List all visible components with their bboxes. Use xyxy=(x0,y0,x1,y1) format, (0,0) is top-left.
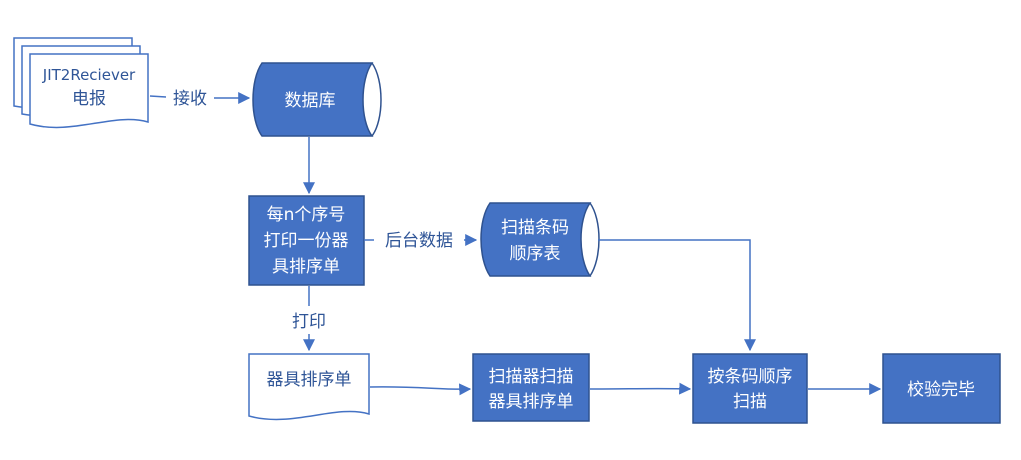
print-process-line2: 打印一份器 xyxy=(264,231,349,251)
sort-sheet-document[interactable]: 器具排序单 xyxy=(248,353,370,421)
scan-by-order-box xyxy=(692,353,808,424)
sort-sheet-shape xyxy=(248,353,370,421)
telegram-doc-front xyxy=(29,53,149,129)
scanner-scan-node[interactable]: 扫描器扫描 器具排序单 xyxy=(472,353,590,422)
verify-done-node[interactable]: 校验完毕 xyxy=(882,353,1001,424)
edge-receive: 接收 xyxy=(149,89,251,109)
edge-scan-table-to-scan-order xyxy=(598,239,756,352)
scan-by-order-line2: 扫描 xyxy=(733,392,767,412)
scan-by-order-line1: 按条码顺序 xyxy=(708,367,793,387)
print-process-node[interactable]: 每n个序号 打印一份器 具排序单 xyxy=(248,195,365,286)
scan-table-shape-edge xyxy=(589,202,600,277)
telegram-multidocument[interactable]: JIT2Reciever 电报 xyxy=(13,37,149,129)
edge-print-label: 打印 xyxy=(292,312,326,332)
sort-sheet-label: 器具排序单 xyxy=(267,370,352,390)
verify-done-label: 校验完毕 xyxy=(907,380,975,400)
scan-table-node[interactable]: 扫描条码 顺序表 xyxy=(480,202,600,277)
scanner-scan-box xyxy=(472,353,590,422)
print-process-line1: 每n个序号 xyxy=(267,205,346,225)
scan-table-line1: 扫描条码 xyxy=(501,218,569,238)
database-label: 数据库 xyxy=(285,91,336,111)
scan-table-line2: 顺序表 xyxy=(510,244,561,264)
edge-backend-data-label: 后台数据 xyxy=(385,231,453,251)
database-shape-edge xyxy=(371,62,382,137)
edge-receive-label: 接收 xyxy=(173,89,207,109)
print-process-line3: 具排序单 xyxy=(272,257,340,277)
database-node[interactable]: 数据库 xyxy=(252,62,382,137)
edge-print: 打印 xyxy=(292,286,326,352)
edge-backend-data: 后台数据 xyxy=(364,231,478,251)
scan-table-shape xyxy=(480,202,592,277)
print-process-box xyxy=(248,195,365,286)
telegram-line1: JIT2Reciever xyxy=(42,66,136,84)
scan-by-order-node[interactable]: 按条码顺序 扫描 xyxy=(692,353,808,424)
verify-done-box xyxy=(882,353,1001,424)
scanner-scan-line1: 扫描器扫描 xyxy=(489,367,574,387)
edge-sheet-to-scanner xyxy=(369,383,472,396)
scanner-scan-line2: 器具排序单 xyxy=(489,392,574,412)
telegram-line2: 电报 xyxy=(72,89,106,109)
